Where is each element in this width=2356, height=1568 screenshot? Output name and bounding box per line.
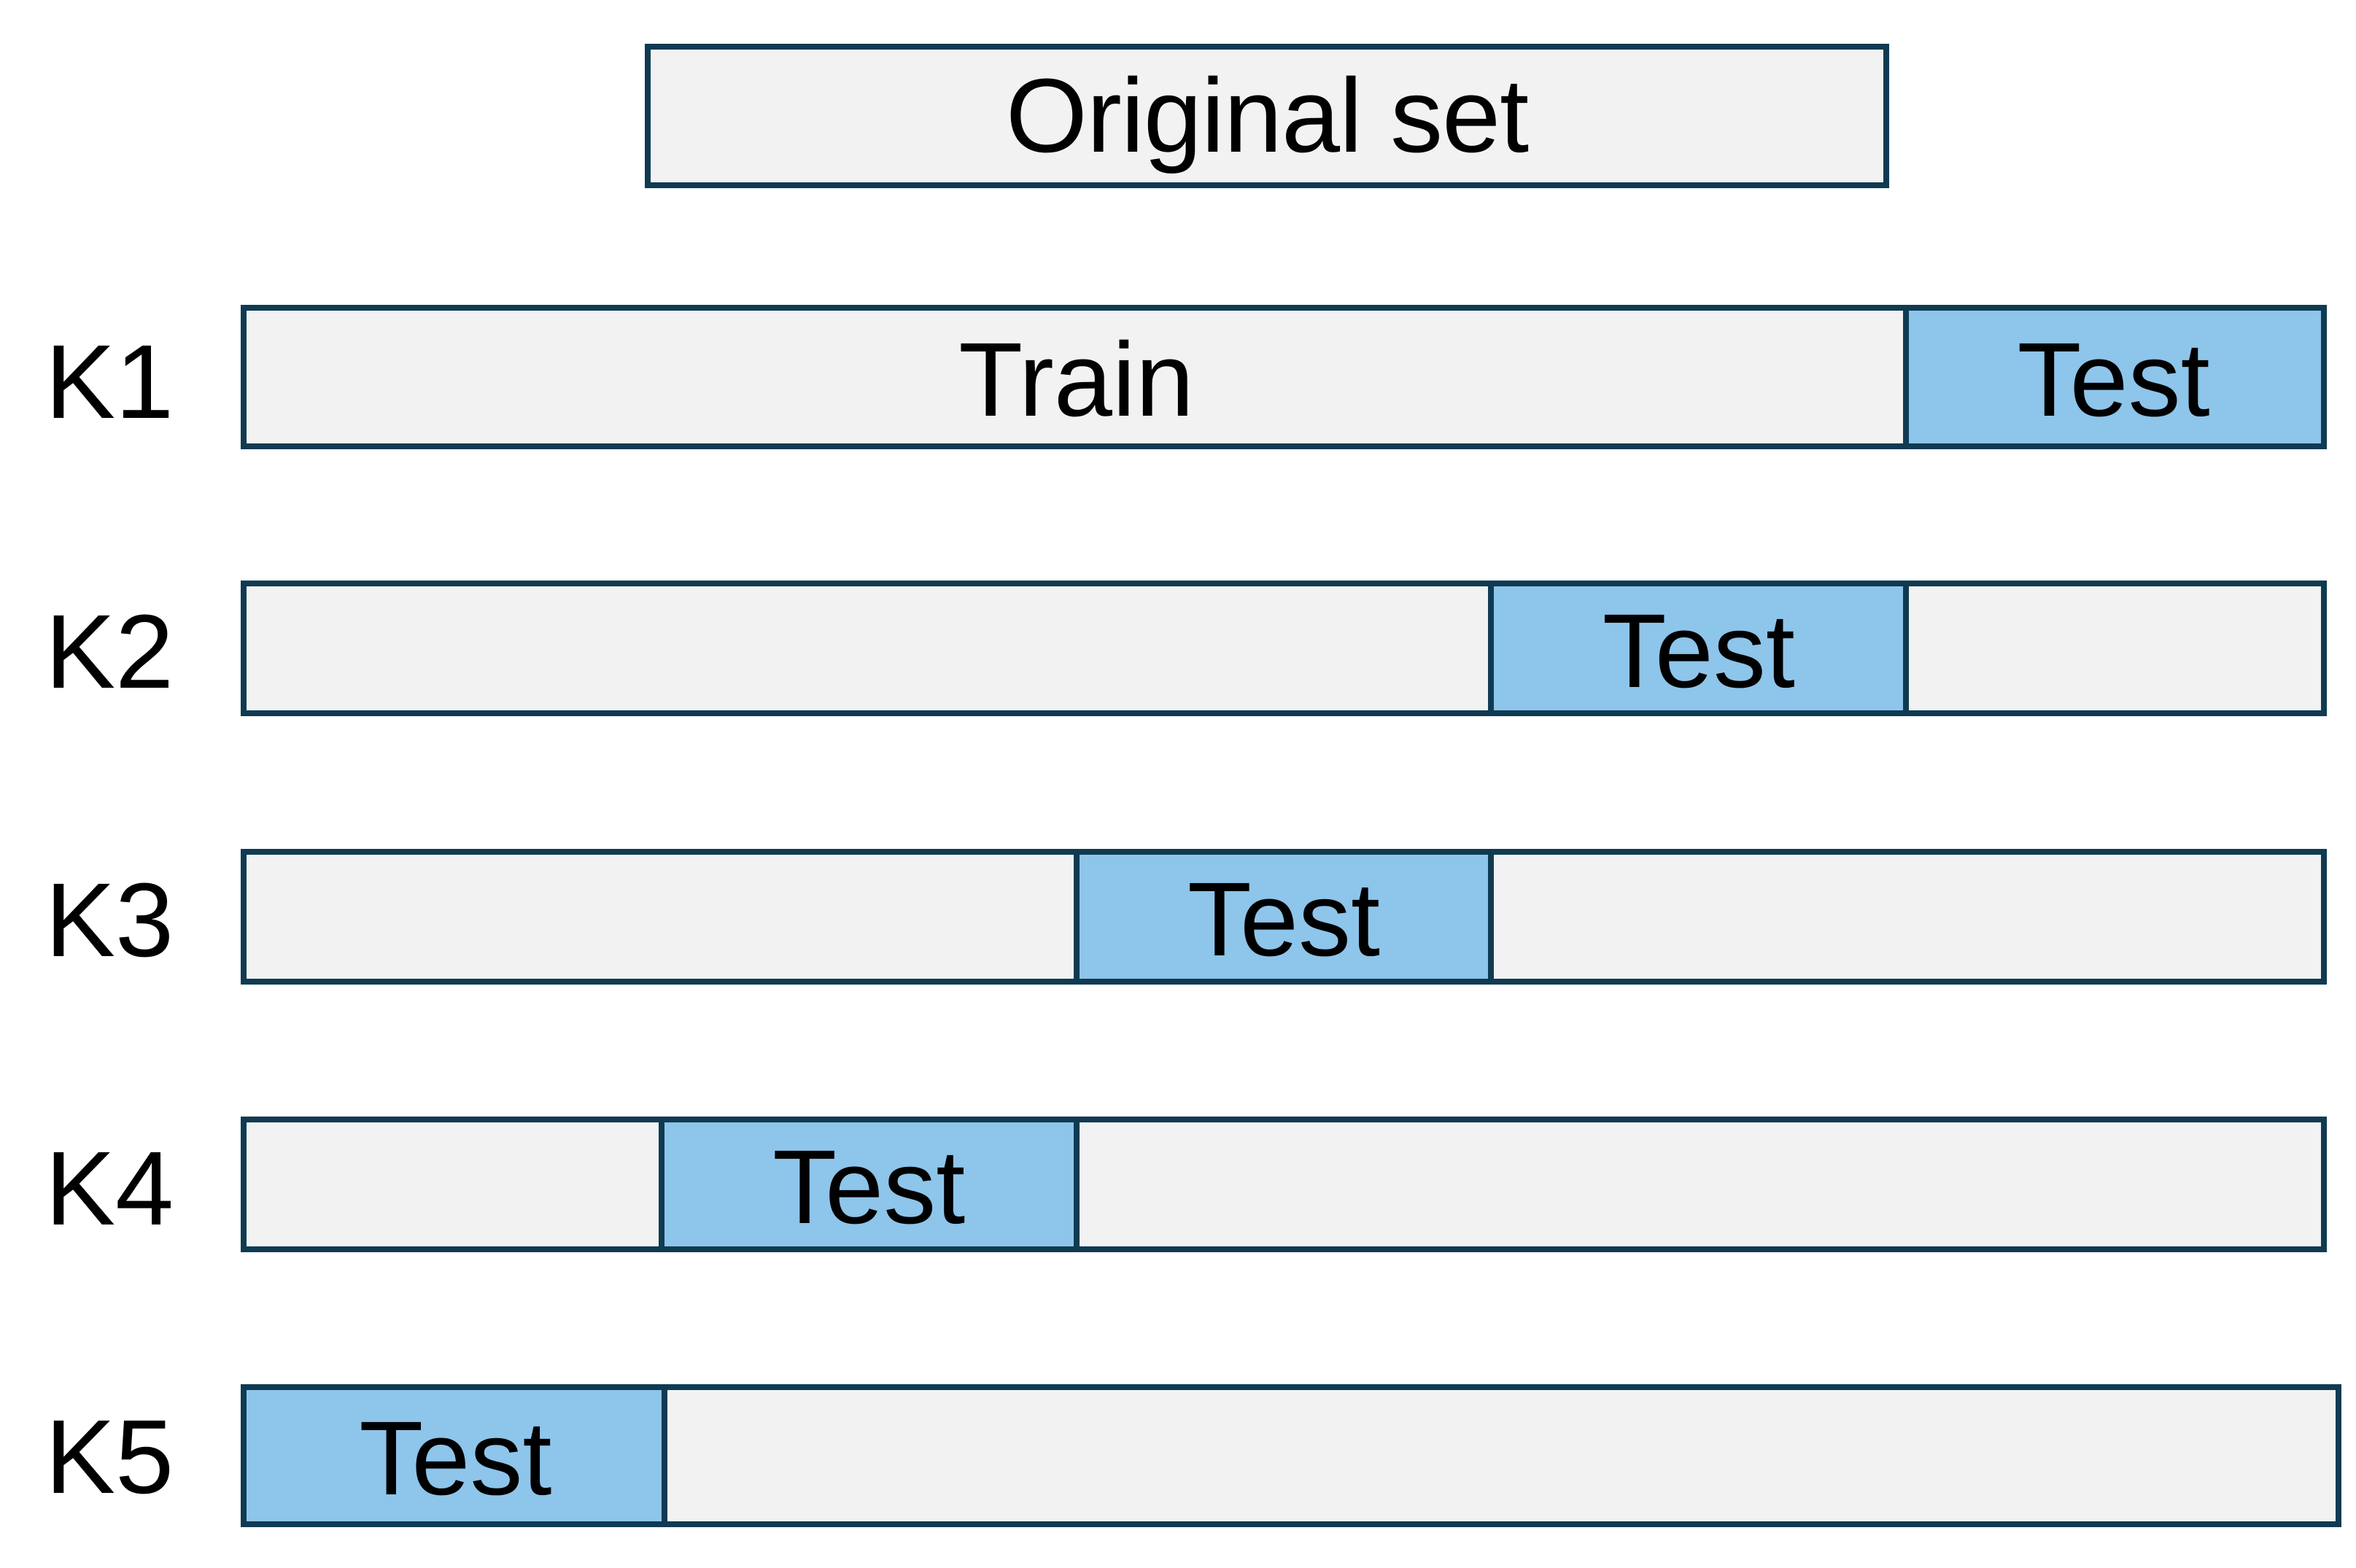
test-segment-label: Test <box>1187 861 1381 978</box>
fold-bar-k5: Test <box>241 1384 2341 1527</box>
train-segment <box>664 1390 2336 1521</box>
train-segment <box>247 855 1077 979</box>
segment-divider <box>1488 586 1495 710</box>
train-segment <box>1076 1122 2321 1246</box>
test-segment: Test <box>1906 311 2321 443</box>
train-segment-label: Train <box>958 321 1194 438</box>
test-segment-label: Test <box>772 1128 966 1246</box>
segment-divider <box>1903 311 1910 443</box>
original-set-label: Original set <box>1005 57 1529 174</box>
test-segment-label: Test <box>1602 592 1795 710</box>
test-segment: Test <box>247 1390 664 1521</box>
fold-label-k2: K2 <box>45 593 174 710</box>
test-segment-label: Test <box>2017 321 2210 438</box>
fold-label-k3: K3 <box>45 861 174 979</box>
test-segment-label: Test <box>359 1400 552 1517</box>
segment-divider <box>1488 855 1495 979</box>
segment-divider <box>658 1122 664 1246</box>
fold-bar-k2: Test <box>241 581 2327 716</box>
train-segment <box>247 1122 662 1246</box>
fold-label-k4: K4 <box>45 1130 174 1247</box>
test-segment: Test <box>661 1122 1077 1246</box>
train-segment <box>1906 586 2321 710</box>
segment-divider <box>661 1390 667 1521</box>
fold-bar-k4: Test <box>241 1117 2327 1252</box>
segment-divider <box>1073 1122 1080 1246</box>
train-segment <box>247 586 1492 710</box>
train-segment <box>1491 855 2321 979</box>
fold-label-k5: K5 <box>45 1398 174 1515</box>
fold-bar-k3: Test <box>241 849 2327 985</box>
fold-label-k1: K1 <box>45 323 174 440</box>
original-set-box: Original set <box>645 44 1889 188</box>
fold-bar-k1: Train Test <box>241 305 2327 449</box>
test-segment: Test <box>1491 586 1907 710</box>
train-segment: Train <box>247 311 1907 443</box>
segment-divider <box>1903 586 1910 710</box>
segment-divider <box>1073 855 1080 979</box>
test-segment: Test <box>1076 855 1492 979</box>
